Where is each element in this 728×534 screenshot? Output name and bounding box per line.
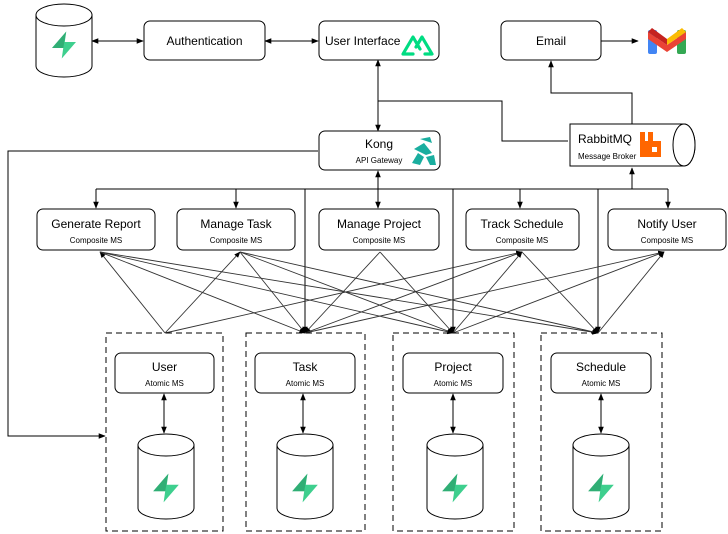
supabase-db-top bbox=[35, 3, 93, 78]
connectors bbox=[7, 38, 671, 439]
edge-rabbit-ui bbox=[378, 100, 568, 142]
database-icon bbox=[426, 433, 484, 520]
nuxt-icon bbox=[401, 35, 434, 56]
composite-sublabel: Composite MS bbox=[353, 236, 405, 245]
kong-box[interactable]: Kong API Gateway bbox=[318, 130, 441, 171]
database-icon bbox=[137, 433, 195, 520]
database-icon bbox=[276, 433, 334, 520]
edge-rabbit-email bbox=[548, 60, 633, 124]
atomic-group-project: Project Atomic MS bbox=[392, 332, 515, 532]
composite-sublabel: Composite MS bbox=[496, 236, 548, 245]
composite-atomic-mesh bbox=[99, 250, 665, 335]
composite-manage-task[interactable]: Manage Task Composite MS bbox=[176, 208, 296, 251]
atomic-sublabel: Atomic MS bbox=[582, 379, 621, 388]
rabbitmq-box[interactable]: RabbitMQ Message Broker bbox=[569, 123, 696, 167]
authentication-box[interactable]: Authentication bbox=[143, 20, 266, 61]
rabbitmq-sublabel: Message Broker bbox=[578, 152, 637, 161]
composite-manage-project[interactable]: Manage Project Composite MS bbox=[318, 208, 440, 251]
composite-label: Manage Project bbox=[337, 217, 422, 231]
user-interface-box[interactable]: User Interface bbox=[318, 20, 440, 61]
atomic-label: Project bbox=[434, 360, 472, 374]
atomic-task[interactable]: Task Atomic MS bbox=[254, 352, 356, 394]
atomic-project[interactable]: Project Atomic MS bbox=[402, 352, 504, 394]
composite-track-schedule[interactable]: Track Schedule Composite MS bbox=[465, 208, 580, 251]
atomic-group-schedule: Schedule Atomic MS bbox=[540, 332, 663, 532]
email-box[interactable]: Email bbox=[500, 20, 602, 61]
atomic-group-task: Task Atomic MS bbox=[245, 332, 366, 532]
atomic-sublabel: Atomic MS bbox=[286, 379, 325, 388]
database-icon bbox=[572, 433, 630, 520]
atomic-label: Task bbox=[293, 360, 319, 374]
atomic-group-user: User Atomic MS bbox=[105, 332, 224, 532]
edge-kong-user bbox=[7, 150, 318, 439]
user-interface-label: User Interface bbox=[325, 34, 401, 48]
atomic-label: Schedule bbox=[576, 360, 626, 374]
composite-sublabel: Composite MS bbox=[210, 236, 262, 245]
composite-notify-user[interactable]: Notify User Composite MS bbox=[607, 208, 727, 251]
gmail-icon bbox=[648, 28, 686, 54]
atomic-sublabel: Atomic MS bbox=[434, 379, 473, 388]
rabbitmq-icon bbox=[640, 132, 661, 157]
atomic-user[interactable]: User Atomic MS bbox=[114, 352, 215, 394]
composite-label: Notify User bbox=[637, 217, 696, 231]
kong-icon bbox=[412, 137, 436, 165]
rabbitmq-label: RabbitMQ bbox=[578, 132, 632, 146]
composite-generate-report[interactable]: Generate Report Composite MS bbox=[36, 208, 156, 251]
atomic-schedule[interactable]: Schedule Atomic MS bbox=[550, 352, 652, 394]
composite-label: Track Schedule bbox=[481, 217, 564, 231]
composite-sublabel: Composite MS bbox=[70, 236, 122, 245]
composite-label: Manage Task bbox=[200, 217, 272, 231]
atomic-sublabel: Atomic MS bbox=[145, 379, 184, 388]
composite-sublabel: Composite MS bbox=[641, 236, 693, 245]
kong-sublabel: API Gateway bbox=[356, 156, 403, 165]
atomic-label: User bbox=[152, 360, 177, 374]
authentication-label: Authentication bbox=[166, 34, 242, 48]
kong-label: Kong bbox=[365, 137, 393, 151]
composite-label: Generate Report bbox=[51, 217, 141, 231]
email-label: Email bbox=[536, 34, 566, 48]
